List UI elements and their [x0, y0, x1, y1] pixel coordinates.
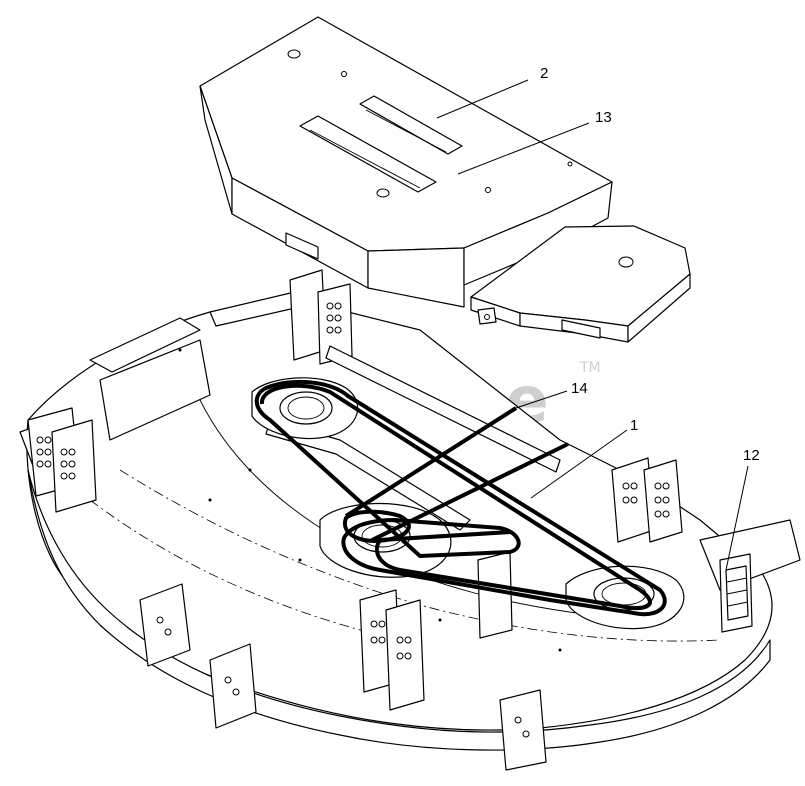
callout-leaders: [436, 79, 749, 571]
drive-belt: [260, 383, 652, 611]
callout-12: 12: [743, 447, 760, 464]
belt-cover-small: [470, 225, 691, 343]
leader-13: [457, 122, 590, 175]
callout-1: 1: [630, 417, 638, 434]
leader-2: [436, 79, 529, 119]
bracket-holes: [36, 302, 670, 738]
callout-2: 2: [540, 65, 548, 82]
leader-14: [515, 390, 568, 409]
callout-13: 13: [595, 109, 612, 126]
leader-12: [725, 465, 749, 571]
callouts: 2 13 14 1 12: [540, 65, 760, 464]
belt-cover-large: [199, 16, 613, 308]
callout-14: 14: [571, 380, 588, 397]
deck-belt: [254, 379, 667, 617]
pulleys: [251, 377, 685, 630]
watermark-tm: TM: [579, 360, 601, 376]
leader-1: [530, 429, 628, 499]
belts: [254, 379, 667, 617]
